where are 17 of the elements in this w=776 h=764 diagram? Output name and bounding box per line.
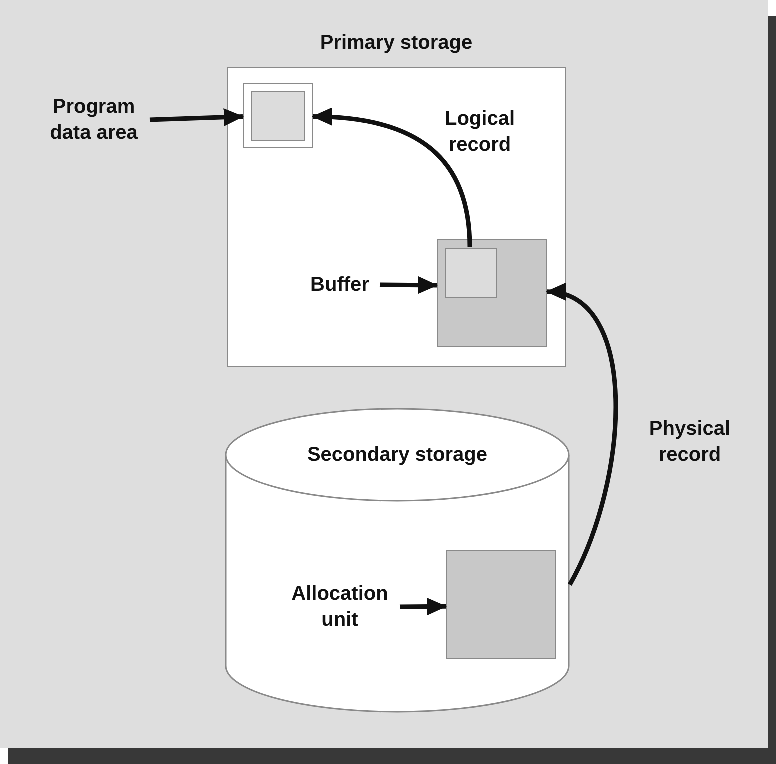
record-square <box>445 248 497 298</box>
arrow <box>400 598 447 616</box>
arrow <box>150 108 244 126</box>
block-square <box>437 239 547 347</box>
callout-label: Allocation unit <box>280 578 400 636</box>
storage-heading: Primary storage <box>319 31 474 56</box>
record-square <box>251 91 305 141</box>
data-area-frame <box>243 83 313 148</box>
edge-label: Physical record <box>648 417 732 468</box>
arrow <box>546 286 618 586</box>
block-square <box>446 550 556 659</box>
callout-label: Buffer <box>300 270 380 300</box>
arrow <box>380 276 438 294</box>
arrow <box>312 108 472 248</box>
storage-heading: Secondary storage <box>306 443 489 468</box>
edge-label: Logical record <box>444 107 516 158</box>
callout-label: Program data area <box>38 92 150 148</box>
